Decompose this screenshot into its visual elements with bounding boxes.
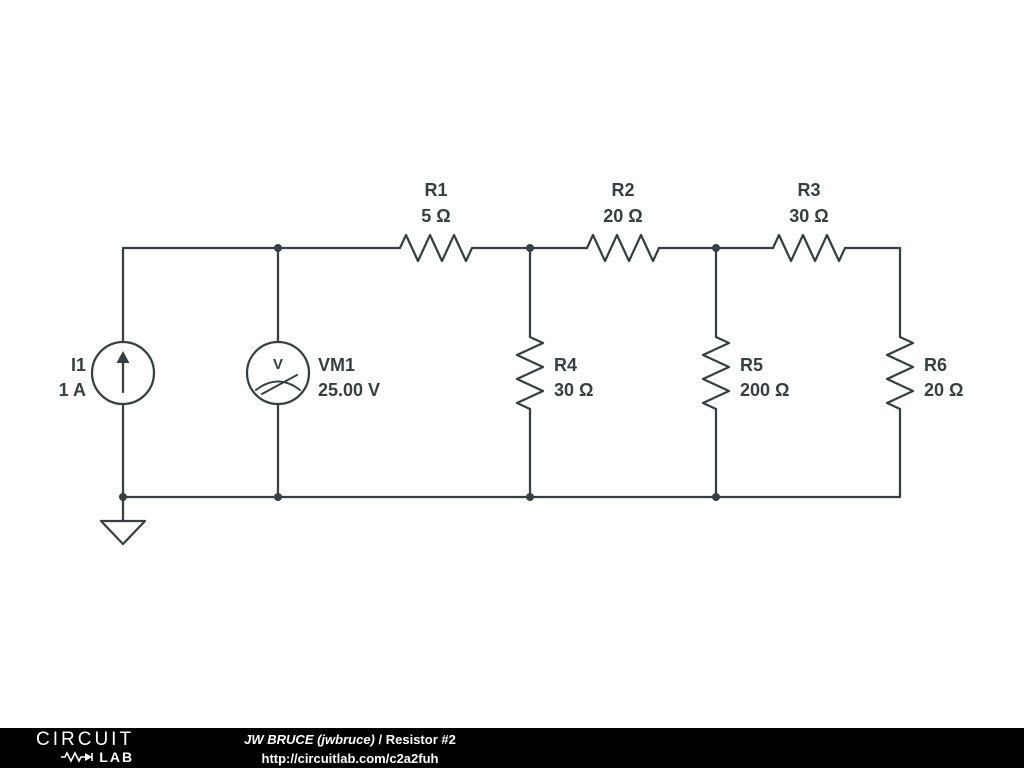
author-name: JW BRUCE (jwbruce)	[244, 732, 375, 747]
resistor-R6[interactable]: R6 20 Ω	[885, 335, 963, 411]
I1-name-label: I1	[71, 355, 86, 375]
R3-value-label: 30 Ω	[789, 206, 828, 226]
R4-value-label: 30 Ω	[554, 380, 593, 400]
ground-symbol[interactable]	[99, 519, 147, 546]
schematic-url[interactable]: http://circuitlab.com/c2a2fuh	[261, 750, 439, 766]
R5-value-label: 200 Ω	[740, 380, 789, 400]
R4-name-label: R4	[554, 355, 577, 375]
logo-circuit-text: CIRCUIT	[36, 729, 135, 750]
node-dots	[119, 244, 720, 501]
footer-bar: CIRCUIT LAB JW BRUCE (jwbruce) / Resisto…	[0, 728, 1024, 768]
circuitlab-logo: CIRCUIT LAB	[36, 730, 134, 764]
byline-block: JW BRUCE (jwbruce) / Resistor #2 http://…	[205, 731, 495, 768]
logo-lab-text: LAB	[99, 749, 135, 765]
R6-name-label: R6	[924, 355, 947, 375]
voltmeter-letter: V	[273, 356, 283, 373]
R2-name-label: R2	[611, 180, 634, 200]
R5-name-label: R5	[740, 355, 763, 375]
meter-arc-icon	[255, 380, 301, 391]
R3-name-label: R3	[797, 180, 820, 200]
resistor-R5[interactable]: R5 200 Ω	[701, 335, 789, 411]
schematic-title: Resistor #2	[385, 732, 456, 747]
resistor-R4[interactable]: R4 30 Ω	[515, 335, 593, 411]
voltmeter-VM1[interactable]: V VM1 25.00 V	[245, 340, 380, 406]
resistor-R3[interactable]: R3 30 Ω	[771, 180, 847, 263]
wires	[121, 246, 902, 523]
VM1-value-label: 25.00 V	[318, 380, 380, 400]
byline-line: JW BRUCE (jwbruce) / Resistor #2	[205, 731, 495, 750]
I1-value-label: 1 A	[59, 380, 86, 400]
arrow-up-icon	[116, 351, 130, 363]
R1-name-label: R1	[424, 180, 447, 200]
R1-value-label: 5 Ω	[421, 206, 450, 226]
schematic-canvas: I1 1 A V VM1 25.00 V R1 5 Ω R2 20 Ω R3	[59, 180, 963, 546]
R2-value-label: 20 Ω	[603, 206, 642, 226]
meter-needle-icon	[261, 374, 298, 395]
byline-separator: /	[374, 732, 386, 747]
VM1-name-label: VM1	[318, 355, 355, 375]
resistor-waveform-icon	[61, 751, 94, 763]
resistor-R1[interactable]: R1 5 Ω	[398, 180, 474, 263]
resistor-R2[interactable]: R2 20 Ω	[585, 180, 661, 263]
current-source-I1[interactable]: I1 1 A	[59, 340, 156, 406]
R6-value-label: 20 Ω	[924, 380, 963, 400]
